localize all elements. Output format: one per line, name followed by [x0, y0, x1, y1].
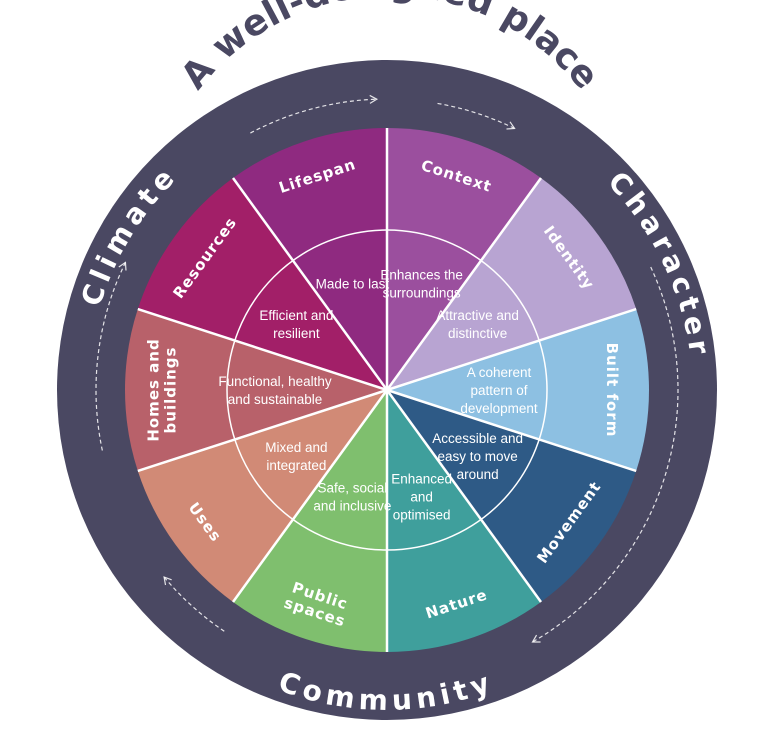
dashed-arrow-left	[95, 262, 126, 451]
segment-description-resources: Efficient and resilient	[259, 308, 333, 341]
segment-description-lifespan-line: Made to last	[316, 276, 390, 291]
spoke-line	[231, 177, 389, 391]
spoke-line	[137, 307, 388, 392]
segment-homes-and-buildings	[124, 309, 387, 471]
inner-divider-circle	[226, 229, 548, 551]
spoke-line	[385, 389, 543, 603]
segment-description-resources-line: Efficient and	[259, 308, 333, 323]
segment-description-movement-line: around	[457, 467, 499, 482]
arrow-head-icon	[369, 94, 379, 104]
segments-group	[124, 128, 650, 652]
segment-description-identity: Attractive and distinctive	[436, 308, 519, 341]
segment-description-identity-line: distinctive	[448, 326, 507, 341]
segment-nature	[387, 390, 541, 652]
segment-description-homes-and-buildings-line: Functional, healthy	[218, 374, 332, 389]
arrow-head-icon	[118, 261, 127, 271]
segment-uses	[137, 390, 387, 602]
segment-built-form	[387, 309, 650, 471]
segment-lifespan	[233, 128, 387, 390]
segment-description-uses-line: Mixed and	[265, 440, 327, 455]
segment-description-public-spaces: Safe, social and inclusive	[313, 481, 391, 514]
segment-description-context-line: Enhances the	[380, 267, 463, 282]
segment-description-built-form-line: A coherent	[467, 365, 532, 380]
segment-description-uses: Mixed and integrated	[265, 440, 327, 473]
segment-description-context: Enhances the surroundings	[380, 267, 463, 300]
segment-context	[387, 128, 541, 390]
segment-description-nature-line: Enhanced	[391, 472, 452, 487]
segment-description-built-form-line: pattern of	[470, 383, 527, 398]
segment-description-homes-and-buildings-line: and sustainable	[228, 392, 323, 407]
spoke-line	[385, 177, 543, 391]
segment-description-homes-and-buildings: Functional, healthy and sustainable	[218, 374, 332, 407]
segment-resources	[137, 178, 387, 390]
segment-description-built-form-line: development	[460, 401, 538, 416]
spoke-line	[231, 389, 389, 603]
segment-label-homes-and-buildings: Homes andbuildings	[145, 338, 180, 441]
segment-description-built-form: A coherent pattern of development	[460, 365, 538, 416]
segment-description-nature-line: and	[410, 490, 433, 505]
segment-public-spaces	[233, 390, 387, 652]
segment-description-public-spaces-line: and inclusive	[313, 499, 391, 514]
segment-description-public-spaces-line: Safe, social	[317, 481, 387, 496]
segment-description-nature-line: optimised	[393, 508, 451, 523]
spoke-line	[137, 388, 388, 473]
segment-label-built-form: Built form	[603, 343, 621, 438]
segment-description-resources-line: resilient	[273, 326, 320, 341]
arrow-head-icon	[163, 576, 172, 586]
segment-identity	[387, 178, 637, 390]
segment-label-built-form-line: Built form	[603, 343, 621, 438]
segment-description-movement-line: Accessible and	[432, 431, 523, 446]
segment-description-uses-line: integrated	[266, 458, 326, 473]
segment-description-lifespan: Made to last	[316, 276, 390, 291]
segment-label-homes-and-buildings-line: Homes and	[145, 338, 163, 441]
spokes-group	[137, 128, 637, 652]
segment-description-movement: Accessible and easy to move around	[432, 431, 523, 482]
segment-description-context-line: surroundings	[383, 285, 461, 300]
segment-description-identity-line: Attractive and	[436, 308, 519, 323]
arrow-head-icon	[506, 121, 516, 130]
segment-label-homes-and-buildings-line: buildings	[162, 347, 180, 434]
dashed-arrow-top-left	[250, 98, 377, 134]
segment-description-movement-line: easy to move	[437, 449, 517, 464]
arrow-head-icon	[531, 634, 541, 643]
spoke-line	[386, 307, 637, 392]
spoke-line	[386, 388, 637, 473]
segment-movement	[387, 390, 637, 602]
dashed-arrows-group	[95, 94, 679, 643]
segment-description-nature: Enhanced and optimised	[391, 472, 452, 523]
